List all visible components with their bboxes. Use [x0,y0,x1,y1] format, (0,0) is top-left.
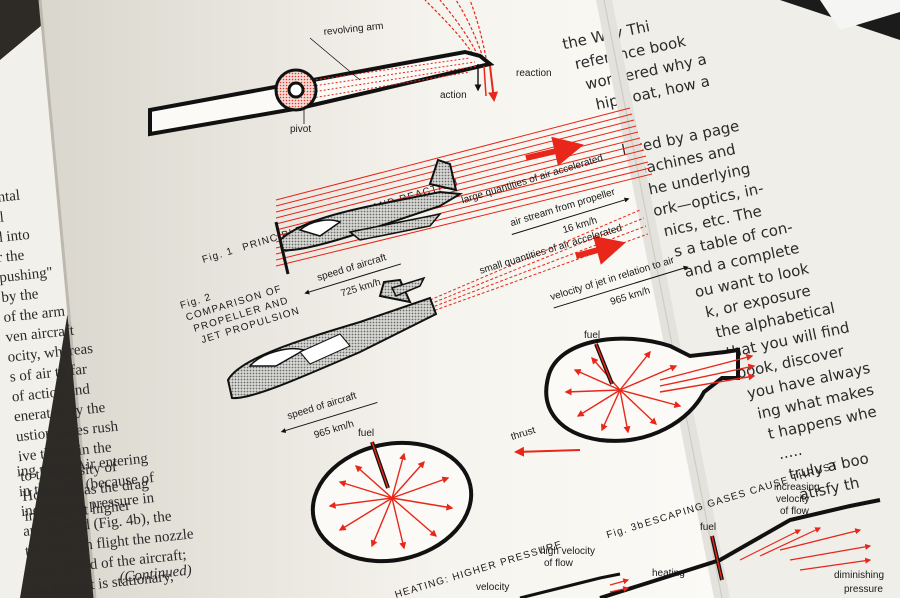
label-reaction: reaction [516,68,552,79]
right-page-text: the Way Thi reference book wondered why … [561,17,879,504]
left-line: by the [1,286,40,306]
left-line: ental [0,188,21,207]
label-fuel-3: fuel [700,522,716,533]
label-diminishing-2: pressure [844,584,883,595]
right-page [560,0,900,598]
label-velocity-partial: velocity [476,582,509,593]
wing [348,212,442,241]
continued-note: (Continued) [119,562,193,585]
label-diminishing-1: diminishing [834,570,884,581]
right-line: ..... [777,441,804,464]
left-line: of the arm [3,304,66,326]
left-line: al [0,209,5,226]
pivot-icon [287,81,305,99]
label-action: action [440,90,467,101]
reaction-arrow [488,65,499,102]
label-high-velocity-1: high velocity [540,546,595,557]
jet-aircraft [226,276,438,400]
left-line: ven aircraft [5,323,76,346]
left-line: d into [0,227,30,247]
label-fuel-2: fuel [358,428,374,439]
arm-red-hatch [299,57,479,101]
propeller-aircraft [274,158,464,275]
airstream-arrow [525,136,584,167]
label-heating: heating [652,568,685,579]
left-page-text: ll ental al d into r the pushing" by the… [0,188,150,525]
label-increasing-3: of flow [780,506,810,517]
label-increasing-2: velocity [776,494,809,505]
label-high-velocity-2: of flow [544,558,574,569]
label-fuel-1: fuel [584,330,600,341]
left-line: pushing" [0,265,54,287]
propeller [274,221,290,275]
thrust-arrow [514,446,581,457]
fig1-revolving-arm: revolving arm pivot action reaction [148,0,552,137]
label-pivot: pivot [290,124,311,135]
fig3b-balloon: fuel thrust [510,330,756,457]
tail-fin [428,158,458,192]
cockpit [298,219,342,237]
label-increasing-1: increasing [774,482,820,493]
fig3a-ellipse: fuel [310,428,474,564]
fig4-tube: fuel heating increasing velocity of flow… [476,482,884,598]
jet-arrow [575,235,626,265]
revolving-arm [148,49,495,137]
left-line: r the [0,248,25,267]
